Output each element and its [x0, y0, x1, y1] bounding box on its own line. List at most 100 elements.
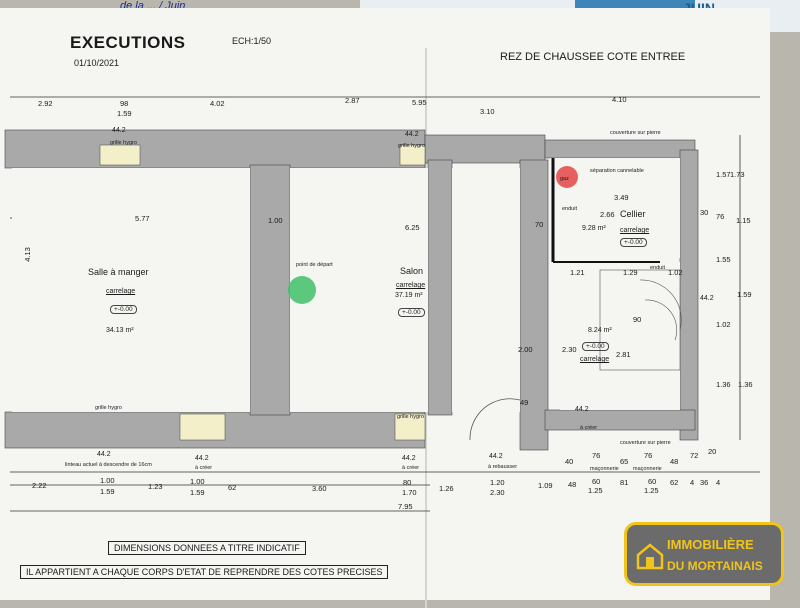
bottom-dim: 2.30: [490, 488, 505, 497]
mid-dim: 5.77: [135, 214, 150, 223]
top-dim: 4.10: [612, 95, 627, 104]
bottom-right-dim: 40: [565, 457, 574, 466]
wall-label: 44.2: [700, 295, 714, 302]
creer-label: à créer: [195, 465, 213, 471]
bottom-dim: 62: [228, 483, 237, 492]
wall-top-left: [4, 129, 426, 169]
wall-label: 44.2: [97, 451, 111, 458]
grille-label: grille hygro: [397, 414, 424, 420]
point-label: point de départ: [296, 262, 333, 268]
wall-top-right: [424, 134, 546, 164]
bottom-dim: 1.59: [190, 488, 205, 497]
room-entree-floor: carrelage: [580, 356, 610, 363]
couv-label: couverture sur pierre: [620, 440, 671, 446]
note-indicative: DIMENSIONS DONNEES A TITRE INDICATIF: [108, 541, 306, 555]
bottom-dim: 3.60: [312, 484, 327, 493]
agency-logo: IMMOBILIÈRE DU MORTAINAIS: [624, 522, 784, 586]
bottom-dim: 60: [648, 477, 657, 486]
heater-icon: [288, 276, 316, 304]
bottom-right-dim: 20: [708, 447, 717, 456]
room-salon-level: +-0.00: [398, 308, 425, 317]
wall-label: 44.2: [489, 453, 503, 460]
right-dim: 1.55: [716, 255, 731, 264]
creer-label: à créer: [580, 425, 598, 431]
bottom-right-dim: 76: [644, 451, 653, 460]
rebausser-label: à rebausser: [488, 464, 518, 470]
room-cellier-level: +-0.00: [620, 238, 647, 247]
grille-label: grille hygro: [110, 140, 137, 146]
cellier-dim: 1.02: [668, 268, 683, 277]
plan-scale: ECH:1/50: [232, 36, 272, 46]
top-dim: 5.95: [412, 98, 427, 107]
bottom-dim: 81: [620, 478, 629, 487]
creer-label: à créer: [402, 465, 420, 471]
wall-label: 44.2: [112, 127, 126, 134]
cellier-dim: 3.49: [614, 193, 629, 202]
sejour-note: séparation cannelable: [590, 168, 644, 174]
plan-title: EXECUTIONS: [70, 33, 186, 52]
bottom-dim: 1.09: [538, 481, 553, 490]
room-salle-area: 34.13 m²: [106, 327, 134, 334]
bottom-right-dim: 72: [690, 451, 699, 460]
bottom-dim: 4: [690, 478, 695, 487]
window-2: [399, 144, 426, 166]
plan-level: REZ DE CHAUSSEE COTE ENTREE: [500, 51, 686, 63]
room-entree-level: +-0.00: [582, 342, 609, 351]
mid-dim: 1.00: [268, 216, 283, 225]
bottom-dim: 1.23: [148, 482, 163, 491]
bottom-dim: 62: [670, 478, 679, 487]
right-dim: 1.02: [716, 320, 731, 329]
room-salle-name: Salle à manger: [88, 267, 149, 277]
room-salle-level: +-0.00: [110, 305, 137, 314]
wall-middle: [249, 164, 291, 416]
window-1: [99, 144, 141, 166]
wall-bottom-right: [544, 409, 696, 431]
bottom-dim: 80: [403, 478, 412, 487]
couv-label: couverture sur pierre: [610, 130, 661, 136]
wall-label: 44.2: [195, 455, 209, 462]
room-entree-fill: [560, 262, 680, 410]
wall-cellier-top: [544, 139, 696, 159]
entry-dim: 49: [520, 398, 529, 407]
right-dim: 1.59: [737, 290, 752, 299]
right-dim: 30: [700, 208, 709, 217]
top-dim: 98: [120, 99, 129, 108]
room-salon-name: Salon: [400, 266, 424, 276]
room-salon-area: 37.19 m²: [395, 292, 423, 299]
top-dim: 3.10: [480, 107, 495, 116]
maconnerie-label: maçonnerie: [590, 466, 619, 472]
bottom-dim: 2.22: [32, 481, 47, 490]
bottom-dim: 60: [592, 477, 601, 486]
bottom-dim: 1.26: [439, 484, 454, 493]
grille-label: grille hygro: [398, 143, 425, 149]
wall-label: 44.2: [575, 406, 589, 413]
bottom-dim: 1.59: [100, 487, 115, 496]
bottom-dim: 1.00: [190, 477, 205, 486]
top-dim: 4.02: [210, 99, 225, 108]
right-dim: 76: [716, 212, 725, 221]
wall-label: 44.2: [405, 131, 419, 138]
room-salle-floor: carrelage: [106, 288, 136, 295]
right-dim: 1.15: [736, 216, 751, 225]
bottom-right-dim: 48: [670, 457, 679, 466]
logo-line1: IMMOBILIÈRE: [667, 537, 754, 552]
plan-date: 01/10/2021: [74, 58, 120, 68]
cellier-dim: 1.29: [623, 268, 638, 277]
cellier-dim: 2.81: [616, 350, 631, 359]
room-cellier-floor: carrelage: [620, 227, 650, 234]
right-dim: 1.57: [716, 170, 731, 179]
mid-dim: 70: [535, 220, 544, 229]
logo-line2: DU MORTAINAIS: [667, 559, 763, 573]
house-icon: [636, 543, 664, 570]
door-arc: [469, 398, 521, 441]
top-dim: 2.92: [38, 99, 53, 108]
gas-icon: [556, 166, 578, 188]
maconnerie-label: maçonnerie: [633, 466, 662, 472]
room-cellier-area: 9.28 m²: [582, 225, 606, 232]
linteau-label: linteau actuel à descendre de 16cm: [65, 462, 152, 468]
cellier-dim: 2.66: [600, 210, 615, 219]
right-dim: 1.36: [738, 380, 753, 389]
bottom-dim: 4: [716, 478, 721, 487]
bottom-dim: 1.25: [644, 486, 659, 495]
